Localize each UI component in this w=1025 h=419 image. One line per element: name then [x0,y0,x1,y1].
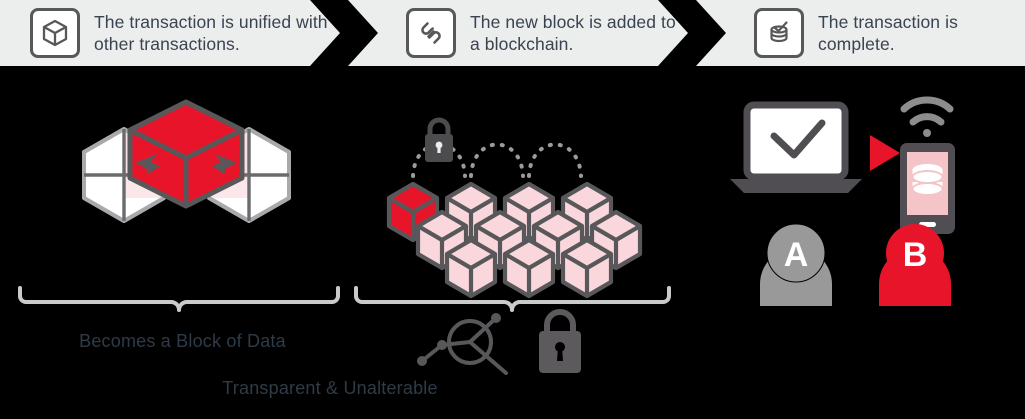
person-b-label: B [903,236,928,274]
step-2-label: The new block is added to a blockchain. [470,11,676,54]
person-b: B [879,224,951,306]
wifi-icon [900,96,954,137]
caption-left: Becomes a Block of Data [79,331,286,351]
chain-blocks [386,181,643,299]
illustration-stage: Becomes a Block of Data [0,66,1025,419]
chain-link-icon [406,8,456,58]
padlock-icon [425,117,453,162]
step-1[interactable]: The transaction is unified with other tr… [0,0,340,66]
caption-middle: Transparent & Unalterable [222,378,438,398]
step-1-label: The transaction is unified with other tr… [94,11,328,54]
brace-left [16,284,346,312]
database-check-icon [754,8,804,58]
phone-database-icon [900,143,955,234]
steps-banner: The transaction is unified with other tr… [0,0,1025,66]
cube-icon [30,8,80,58]
red-play-arrow-icon [870,135,900,171]
panel-unify-blocks [20,86,350,286]
person-a-label: A [784,236,809,274]
brace-middle [352,284,677,312]
laptop-check-icon [730,101,862,193]
link-arcs [411,142,583,178]
transparency-icons [408,309,598,379]
network-magnifier-icon [417,313,508,375]
merge-arrows [135,154,237,174]
panel-blockchain [385,114,690,299]
person-a: A [760,223,832,306]
step-3-label: The transaction is complete. [818,11,958,54]
center-block [127,99,245,209]
step-2[interactable]: The new block is added to a blockchain. [348,0,688,66]
padlock-icon [539,309,581,373]
step-3[interactable]: The transaction is complete. [696,0,1025,66]
panel-complete: A B [722,91,1012,306]
